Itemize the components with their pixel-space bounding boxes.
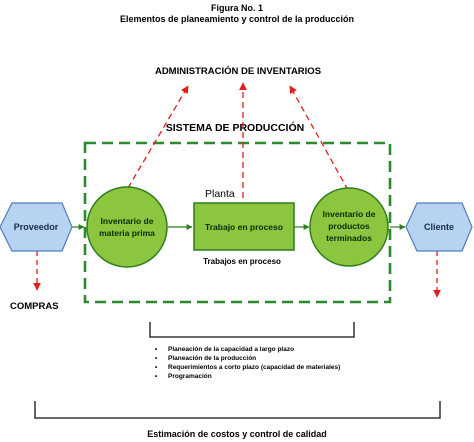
raw-material-label-2: materia prima xyxy=(99,228,155,238)
finished-goods-label-1: Inventario de xyxy=(323,209,376,219)
finished-goods-node: Inventario de productos terminados xyxy=(309,187,389,267)
work-in-process-node: Trabajo en proceso xyxy=(193,202,295,251)
planning-bracket xyxy=(149,322,355,338)
work-in-process-label: Trabajo en proceso xyxy=(205,222,283,232)
figure-number: Figura No. 1 xyxy=(210,3,264,13)
work-in-process-caption: Trabajos en proceso xyxy=(203,257,281,266)
supplier-label: Proveedor xyxy=(14,222,59,232)
inventory-admin-label: ADMINISTRACIÓN DE INVENTARIOS xyxy=(154,66,322,77)
raw-material-node: Inventario de materia prima xyxy=(86,186,168,268)
client-label: Cliente xyxy=(424,222,454,232)
planning-item: Planeación de la capacidad a largo plazo xyxy=(150,345,340,354)
planning-item: Requerimientos a corto plazo (capacidad … xyxy=(150,363,340,372)
planning-item: Planeación de la producción xyxy=(150,354,340,363)
finished-goods-label-3: terminados xyxy=(326,233,372,243)
finished-goods-label-2: productos xyxy=(328,221,370,231)
supplier-node: Proveedor xyxy=(0,202,73,252)
planning-item: Programación xyxy=(150,372,340,381)
bottom-bracket xyxy=(34,401,441,419)
planning-list: Planeación de la capacidad a largo plazo… xyxy=(150,345,340,381)
client-node: Cliente xyxy=(405,202,473,252)
raw-material-label-1: Inventario de xyxy=(101,216,154,226)
bottom-caption: Estimación de costos y control de calida… xyxy=(147,429,327,439)
arrow-raw-to-admin xyxy=(127,85,189,189)
figure-title: Elementos de planeamiento y control de l… xyxy=(119,14,355,24)
purchases-label: COMPRAS xyxy=(10,301,59,312)
plant-label: Planta xyxy=(205,188,235,200)
production-system-label: SISTEMA DE PRODUCCIÓN xyxy=(165,122,305,134)
production-system-box xyxy=(83,141,392,304)
arrow-finished-to-admin xyxy=(289,85,349,191)
